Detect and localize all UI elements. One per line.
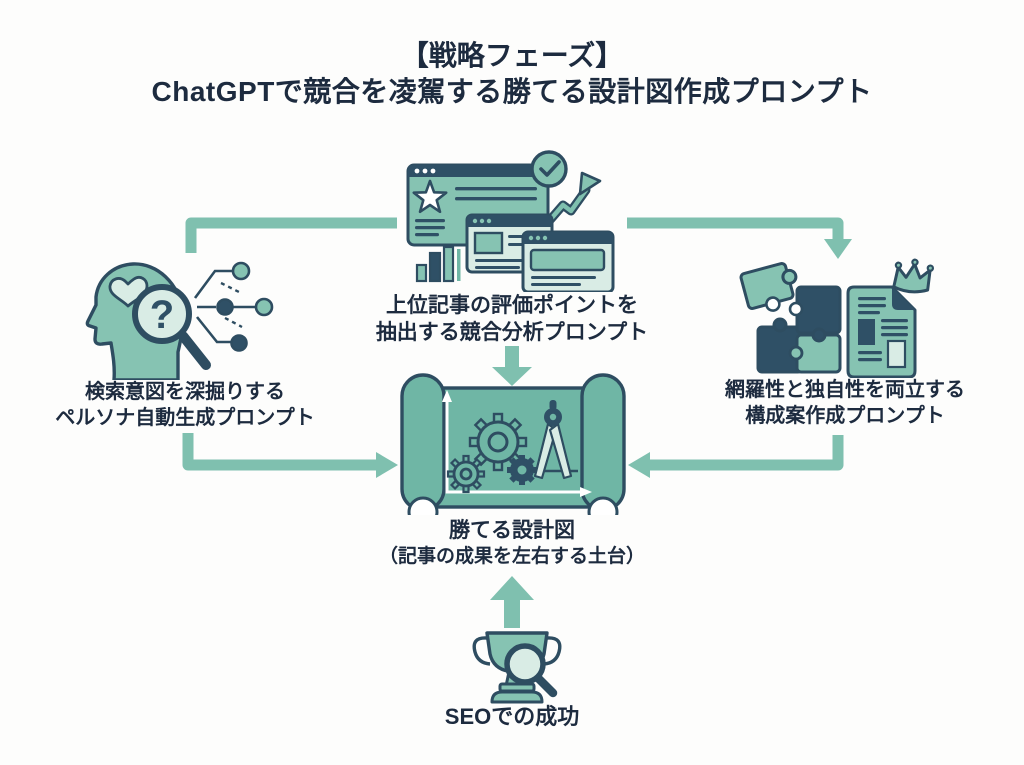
- page-title-line1: 【戦略フェーズ】: [400, 40, 624, 71]
- trophy-magnifier-icon: [472, 631, 562, 704]
- seo-label: SEOでの成功: [444, 704, 580, 729]
- arrow-top-to-left: [185, 217, 397, 253]
- analysis-label-line1: 上位記事の評価ポイントを: [386, 294, 638, 317]
- arrow-top-to-right-head: [824, 239, 852, 259]
- arrow-right-to-center-line: [649, 435, 844, 471]
- outline-node-label: 網羅性と独自性を両立する 構成案作成プロンプト: [695, 377, 995, 429]
- head-magnifier-network-icon: ?: [85, 261, 274, 380]
- arrow-left-to-center-line: [182, 433, 377, 471]
- blueprint-scroll-icon: [400, 373, 626, 515]
- blueprint-label-line2: （記事の成果を左右する土台）: [378, 546, 645, 567]
- analysis-label-line2: 抽出する競合分析プロンプト: [375, 321, 649, 344]
- arrow-top-to-right-line: [627, 217, 844, 240]
- browser-ranking-analysis-icon: [406, 150, 615, 292]
- blueprint-label-line1: 勝てる設計図: [449, 519, 575, 542]
- arrow-seo-to-center: [490, 576, 534, 628]
- blueprint-node-label: 勝てる設計図 （記事の成果を左右する土台）: [362, 517, 662, 569]
- outline-label-line1: 網羅性と独自性を両立する: [725, 379, 965, 401]
- persona-label-line2: ペルソナ自動生成プロンプト: [55, 407, 315, 429]
- seo-node-label: SEOでの成功: [362, 703, 662, 731]
- page-title: 【戦略フェーズ】 ChatGPTで競合を凌駕する勝てる設計図作成プロンプト: [0, 38, 1024, 110]
- arrow-top-to-center: [492, 346, 532, 386]
- analysis-node-label: 上位記事の評価ポイントを 抽出する競合分析プロンプト: [322, 292, 702, 346]
- page-title-line2: ChatGPTで競合を凌駕する勝てる設計図作成プロンプト: [151, 76, 873, 107]
- puzzle-document-crown-icon: [739, 258, 935, 378]
- persona-label-line1: 検索意図を深掘りする: [85, 381, 285, 403]
- arrow-right-to-center-head: [628, 452, 650, 478]
- outline-label-line2: 構成案作成プロンプト: [745, 405, 945, 427]
- arrow-left-to-center-head: [376, 452, 398, 478]
- persona-node-label: 検索意図を深掘りする ペルソナ自動生成プロンプト: [35, 379, 335, 431]
- svg-text:?: ?: [150, 293, 174, 337]
